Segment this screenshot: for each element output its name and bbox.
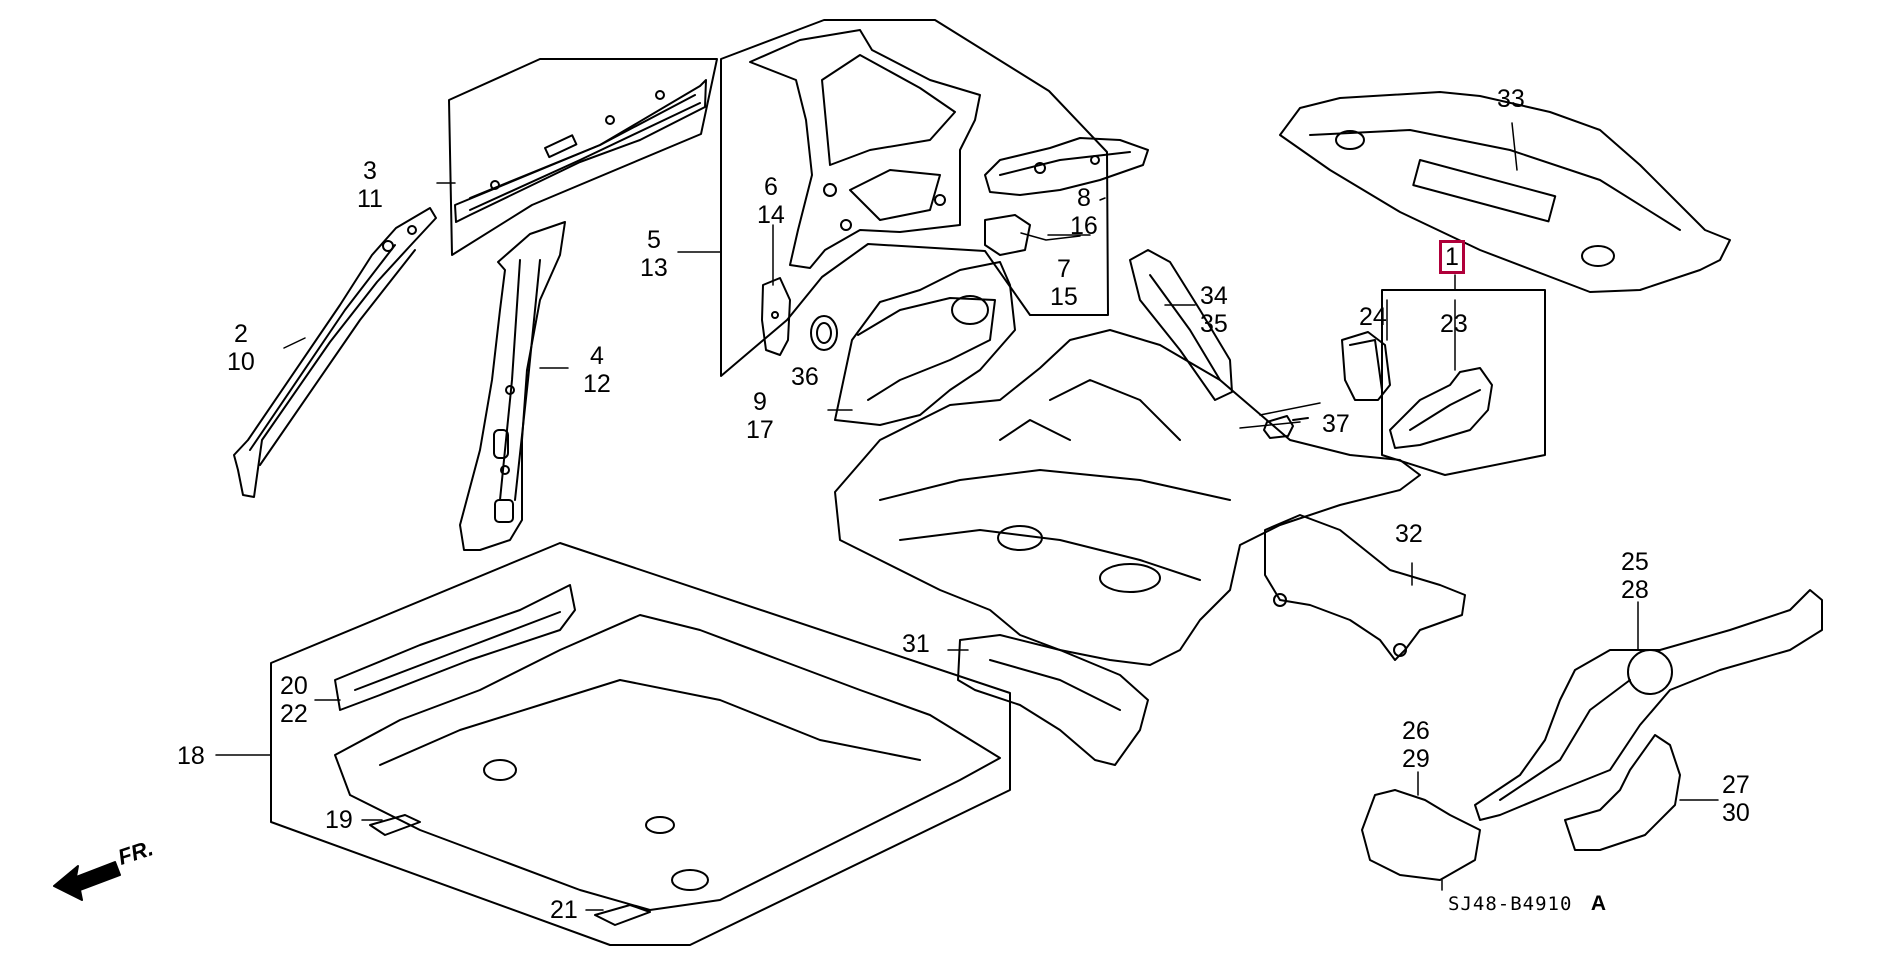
callout-part-number: 17 <box>746 416 774 444</box>
part-pad-19[interactable] <box>369 814 421 836</box>
callout-18[interactable]: 18 <box>177 742 205 770</box>
part-rear-panel-33[interactable] <box>1279 91 1731 293</box>
part-bracket-8[interactable] <box>984 137 1149 196</box>
part-roof-rail[interactable] <box>454 79 707 223</box>
group-box-roof-rail <box>448 58 718 256</box>
callout-8-16[interactable]: 8 16 <box>1070 184 1098 240</box>
part-rear-inner-panel[interactable] <box>749 29 981 269</box>
callout-20-22[interactable]: 20 22 <box>280 672 308 728</box>
part-small-bracket-7[interactable] <box>984 214 1031 256</box>
callout-6-14[interactable]: 6 14 <box>757 173 785 229</box>
callout-part-number: 20 <box>280 672 308 700</box>
part-front-floor[interactable] <box>334 614 1001 911</box>
callout-26-29[interactable]: 26 29 <box>1402 717 1430 773</box>
part-bracket-6[interactable] <box>761 277 791 356</box>
callout-part-number: 9 <box>752 388 767 416</box>
part-side-frame-25[interactable] <box>1474 589 1823 821</box>
callout-part-number: 15 <box>1050 283 1078 311</box>
leader-lines <box>215 122 1719 911</box>
callout-part-number: 31 <box>902 630 930 658</box>
part-bracket-27[interactable] <box>1564 734 1681 851</box>
callout-part-number: 7 <box>1056 255 1071 283</box>
part-center-pillar[interactable] <box>459 221 566 551</box>
diagram-code-text: SJ48‐B4910 <box>1448 893 1573 915</box>
callout-part-number-highlighted: 1 <box>1439 240 1465 274</box>
callout-part-number: 28 <box>1621 576 1649 604</box>
callout-9-17[interactable]: 9 17 <box>746 388 774 444</box>
callout-part-number: 14 <box>757 201 785 229</box>
callout-part-number: 5 <box>646 226 661 254</box>
part-bolt-37[interactable] <box>1263 415 1309 439</box>
callout-19[interactable]: 19 <box>325 806 353 834</box>
front-direction-arrow-icon <box>53 861 121 901</box>
callout-part-number: 24 <box>1359 303 1387 331</box>
part-crossmember-20[interactable] <box>334 584 576 711</box>
callout-part-number: 37 <box>1322 410 1350 438</box>
part-grommet-36[interactable] <box>810 315 838 351</box>
callout-5-13[interactable]: 5 13 <box>640 226 668 282</box>
part-crossmember-32[interactable] <box>1264 514 1466 661</box>
callout-part-number: 34 <box>1200 282 1228 310</box>
callout-part-number: 21 <box>550 896 578 924</box>
callout-part-number: 13 <box>640 254 668 282</box>
group-box-front-floor <box>270 542 1011 946</box>
callout-7-15[interactable]: 7 15 <box>1050 255 1078 311</box>
callout-part-number: 35 <box>1200 310 1228 338</box>
callout-part-number: 11 <box>357 185 383 213</box>
callout-part-number: 16 <box>1070 212 1098 240</box>
callout-part-number: 18 <box>177 742 205 770</box>
callout-part-number: 12 <box>583 370 611 398</box>
callout-25-28[interactable]: 25 28 <box>1621 548 1649 604</box>
callout-part-number: 32 <box>1395 520 1423 548</box>
callout-31[interactable]: 31 <box>902 630 930 658</box>
part-bracket-23[interactable] <box>1389 367 1493 449</box>
callout-36[interactable]: 36 <box>791 363 819 391</box>
callout-part-number: 10 <box>227 348 255 376</box>
group-box-rear-panel <box>720 19 1109 377</box>
callout-part-number: 30 <box>1722 799 1750 827</box>
part-bracket-26[interactable] <box>1361 789 1481 881</box>
callout-24[interactable]: 24 <box>1359 303 1387 331</box>
part-rear-floor[interactable] <box>834 329 1421 666</box>
callout-34-35[interactable]: 34 35 <box>1200 282 1228 338</box>
part-wheelhouse[interactable] <box>834 261 1016 426</box>
callout-part-number: 22 <box>280 700 308 728</box>
callout-23[interactable]: 23 <box>1440 310 1468 338</box>
group-box-rear-floor <box>1381 289 1546 476</box>
part-floor-31[interactable] <box>957 634 1149 766</box>
callout-part-number: 36 <box>791 363 819 391</box>
callout-part-number: 29 <box>1402 745 1430 773</box>
callout-part-number: 23 <box>1440 310 1468 338</box>
callout-2-10[interactable]: 2 10 <box>227 320 255 376</box>
callout-part-number: 25 <box>1621 548 1649 576</box>
callout-37[interactable]: 37 <box>1322 410 1350 438</box>
part-a-pillar[interactable] <box>233 207 437 498</box>
callout-4-12[interactable]: 4 12 <box>583 342 611 398</box>
diagram-code-suffix: A <box>1590 892 1608 915</box>
callout-part-number: 2 <box>233 320 248 348</box>
callout-33[interactable]: 33 <box>1497 85 1525 113</box>
callout-part-number: 33 <box>1497 85 1525 113</box>
callout-part-number: 3 <box>363 157 377 185</box>
callout-part-number: 6 <box>763 173 778 201</box>
part-pad-21[interactable] <box>594 904 651 926</box>
callout-1[interactable]: 1 <box>1439 240 1465 274</box>
callout-part-number: 26 <box>1402 717 1430 745</box>
callout-part-number: 4 <box>589 342 604 370</box>
callout-part-number: 27 <box>1722 771 1750 799</box>
callout-32[interactable]: 32 <box>1395 520 1423 548</box>
part-bracket-24[interactable] <box>1341 331 1391 401</box>
callout-3-11[interactable]: 3 11 <box>357 157 383 213</box>
callout-21[interactable]: 21 <box>550 896 578 924</box>
callout-27-30[interactable]: 27 30 <box>1722 771 1750 827</box>
diagram-code: SJ48‐B4910 A <box>1448 892 1607 916</box>
part-rear-frame-34[interactable] <box>1129 249 1233 401</box>
callout-part-number: 8 <box>1076 184 1091 212</box>
callout-part-number: 19 <box>325 806 353 834</box>
